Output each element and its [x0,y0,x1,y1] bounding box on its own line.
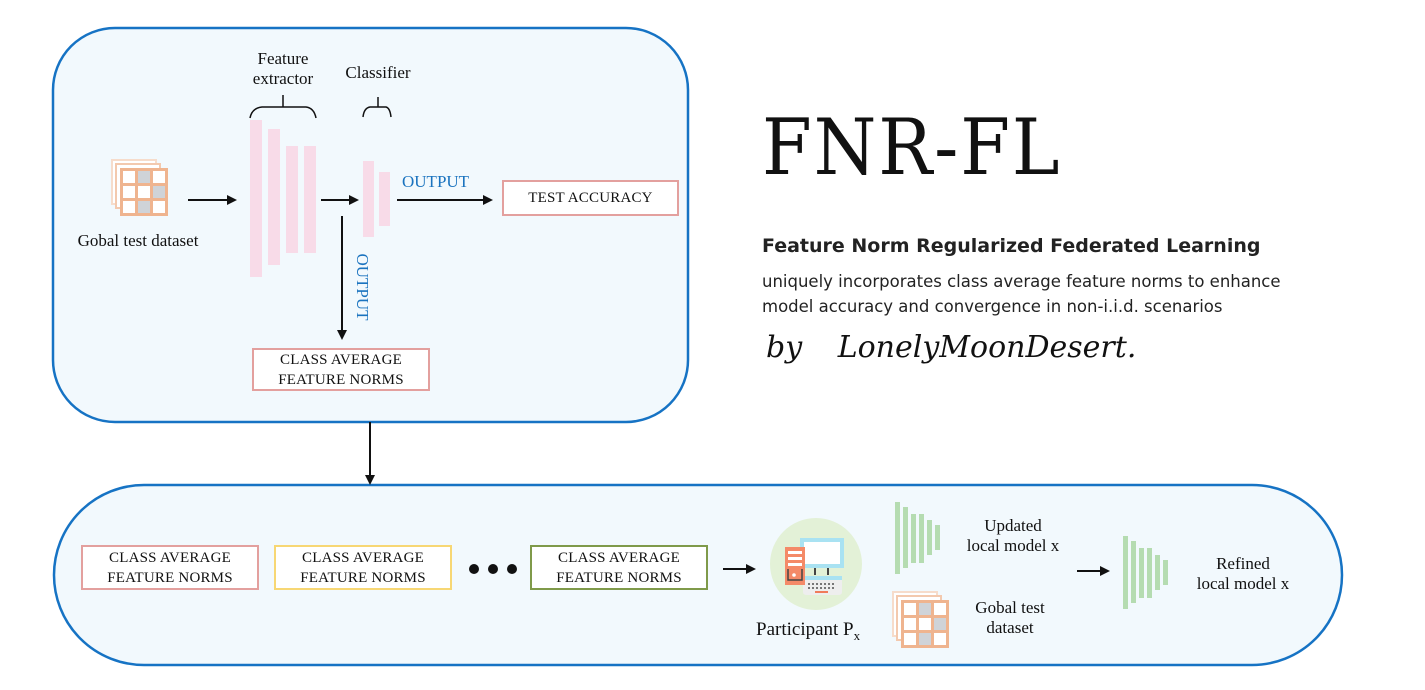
dataset-icon [111,159,168,216]
signature: by LonelyMoonDesert. [766,330,1136,365]
norms-box-3: CLASS AVERAGE FEATURE NORMS [530,545,708,590]
dataset-label: Gobal test dataset [77,231,199,250]
updated-model-label: Updated local model x [950,516,1076,556]
model-layer [1155,555,1160,590]
class-avg-line2: FEATURE NORMS [278,371,404,388]
classifier-layers [363,161,390,237]
refined-model-label: Refined local model x [1180,554,1306,594]
participant-label: Participant Px [756,619,860,644]
test-accuracy-box: TEST ACCURACY [502,180,679,216]
page-title: FNR-FL [762,103,1062,193]
classifier-brace [362,97,392,118]
feature-extractor-label: Feature extractor [250,49,316,89]
bottom-dataset-label: Gobal test dataset [960,598,1060,638]
classifier-layer [379,172,390,226]
model-layer [1139,548,1144,598]
model-layer [895,502,900,574]
model-layer [903,507,908,568]
extractor-layer [268,129,280,265]
classifier-layer [363,161,374,237]
class-avg-norms-box: CLASS AVERAGE FEATURE NORMS [252,348,430,391]
page-description: uniquely incorporates class average feat… [762,269,1281,319]
refined-model-line1: Refined [1216,554,1270,573]
page-subtitle: Feature Norm Regularized Federated Learn… [762,235,1261,257]
bottom-dataset-line1: Gobal test [975,598,1045,617]
norms-box-line2: FEATURE NORMS [556,569,682,586]
class-avg-line1: CLASS AVERAGE [280,351,402,368]
model-layer [1123,536,1128,609]
participant-computer-icon [770,518,862,610]
model-layer [911,514,916,563]
updated-model-line2: local model x [966,536,1060,555]
updated-model-line1: Updated [984,516,1042,535]
feature-extractor-label-line2: extractor [252,69,314,88]
extractor-layer [250,120,262,277]
extractor-brace [249,95,317,119]
participant-subscript: x [853,627,861,643]
norms-box-1: CLASS AVERAGE FEATURE NORMS [81,545,259,590]
norms-box-line1: CLASS AVERAGE [109,549,231,566]
model-layer [927,520,932,555]
feature-extractor-layers [250,120,316,277]
refined-model-line2: local model x [1196,574,1290,593]
signature-by: by [766,330,803,365]
model-layer [1147,548,1152,598]
output-label-horizontal: OUTPUT [402,172,470,191]
feature-extractor-label-line1: Feature [257,49,309,68]
norms-box-line1: CLASS AVERAGE [558,549,680,566]
extractor-layer [304,146,316,253]
updated-model-layers [895,502,940,574]
model-layer [1163,560,1168,585]
description-line1: uniquely incorporates class average feat… [762,272,1281,291]
norms-box-line2: FEATURE NORMS [300,569,426,586]
norms-box-2: CLASS AVERAGE FEATURE NORMS [274,545,452,590]
model-layer [1131,541,1136,603]
participant-label-text: Participant P [756,619,854,640]
norms-box-line1: CLASS AVERAGE [302,549,424,566]
bottom-dataset-icon [892,591,949,648]
output-label-vertical: OUTPUT [353,253,372,321]
test-accuracy-text: TEST ACCURACY [528,190,653,206]
bottom-dataset-line2: dataset [986,618,1034,637]
signature-name: LonelyMoonDesert. [837,330,1137,365]
model-layer [919,514,924,563]
classifier-label: Classifier [345,63,411,82]
description-line2: model accuracy and convergence in non-i.… [762,297,1223,316]
extractor-layer [286,146,298,253]
refined-model-layers [1123,536,1168,609]
ellipsis-dots [469,564,517,574]
model-layer [935,525,940,550]
norms-box-line2: FEATURE NORMS [107,569,233,586]
